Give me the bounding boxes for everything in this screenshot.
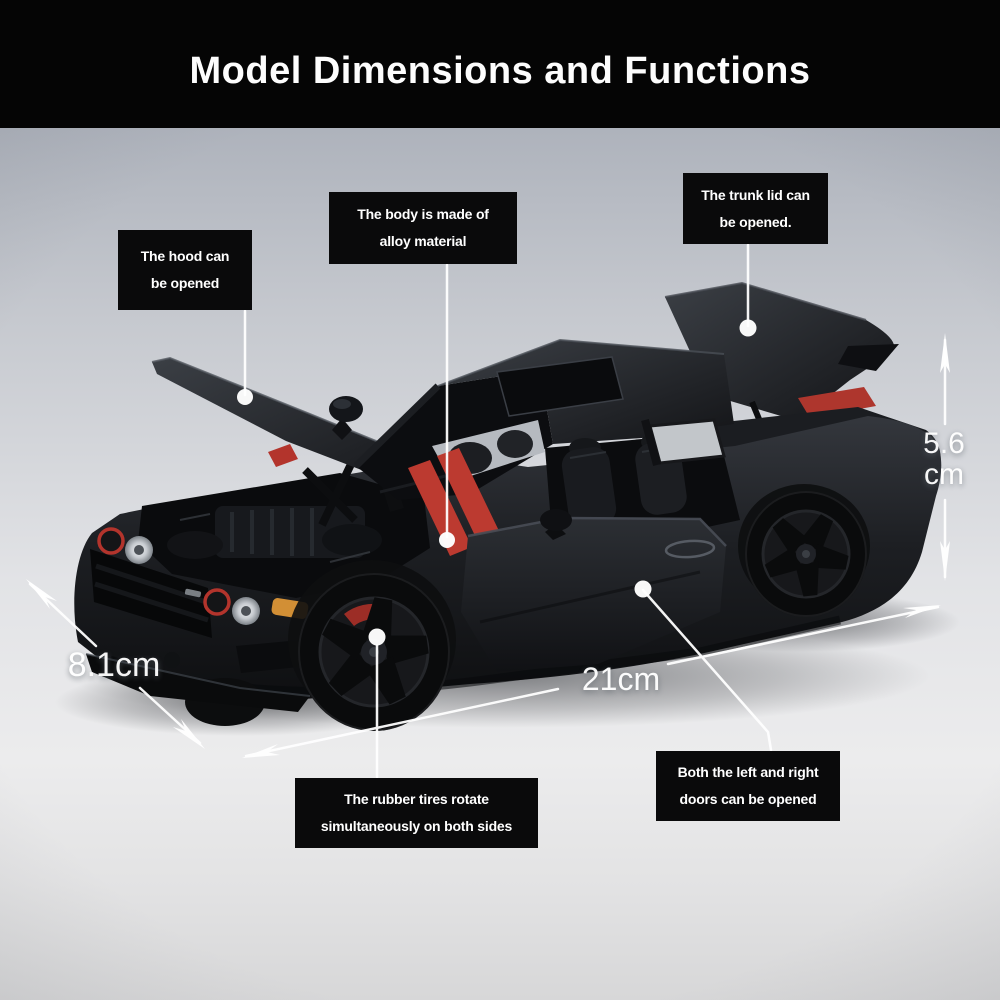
width-dimension-label: 8.1cm [67,646,161,684]
page-title: Model Dimensions and Functions [189,49,811,92]
doors-callout-line1: Both the left and right [677,764,819,780]
trunk-callout-label: The trunk lid can be opened. [683,173,828,244]
car-rear-wheel [738,484,870,617]
car-roof [437,338,734,444]
trunk-callout-line2: be opened. [719,213,792,230]
doors-callout-line2: doors can be opened [679,791,817,807]
height-dimension-label: 5.6 cm [902,428,986,490]
body-callout-line2: alloy material [379,233,467,249]
header-band: Model Dimensions and Functions [0,0,1000,128]
hood-callout-label: The hood can be opened [118,230,252,310]
hood-callout-line1: The hood can [140,248,230,264]
tires-callout-label: The rubber tires rotate simultaneously o… [295,778,538,848]
height-dimension-value: 5.6 [923,427,965,460]
length-dimension-label: 21cm [581,661,661,697]
car-red-stripes [268,444,500,556]
body-callout-line1: The body is made of [357,206,489,222]
trunk-callout-line1: The trunk lid can [701,186,810,203]
car-side-mirror [329,396,363,440]
body-callout-label: The body is made of alloy material [329,192,517,264]
hood-callout-line2: be opened [150,275,220,291]
doors-callout-label: Both the left and right doors can be ope… [656,751,840,821]
tires-callout-line2: simultaneously on both sides [320,818,513,834]
tires-callout-line1: The rubber tires rotate [344,791,489,807]
height-dimension-unit: cm [924,458,964,491]
